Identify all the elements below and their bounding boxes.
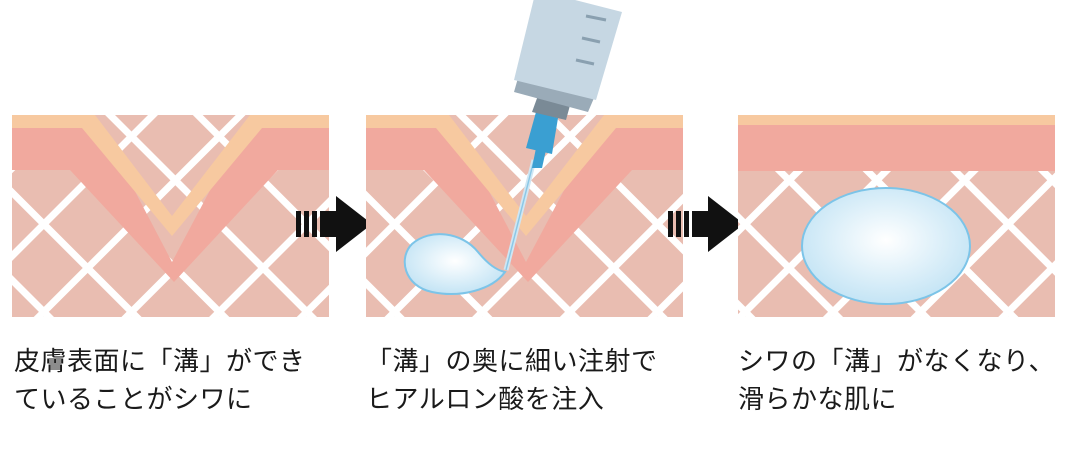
skin-panel-smooth — [738, 115, 1055, 317]
caption-line: ヒアルロン酸を注入 — [366, 385, 605, 415]
syringe-icon — [503, 0, 622, 271]
skin-outer-layer — [12, 115, 329, 236]
arrow-right-icon — [668, 196, 744, 252]
step-caption-1: 皮膚表面に「溝」ができ ていることがシワに — [14, 343, 306, 419]
arrow-right-icon — [296, 196, 372, 252]
caption-line: 滑らかな肌に — [738, 385, 898, 415]
caption-line: ていることがシワに — [14, 385, 253, 415]
caption-line: シワの「溝」がなくなり、 — [738, 347, 1055, 377]
skin-mid-layer — [12, 115, 329, 282]
step-caption-2: 「溝」の奥に細い注射で ヒアルロン酸を注入 — [366, 343, 658, 419]
step-caption-3: シワの「溝」がなくなり、 滑らかな肌に — [738, 343, 1055, 419]
caption-line: 「溝」の奥に細い注射で — [366, 347, 658, 377]
caption-line: 皮膚表面に「溝」ができ — [14, 347, 306, 377]
skin-mid-layer — [366, 115, 683, 282]
skin-outer-layer — [366, 115, 683, 236]
skin-panel-injection — [366, 115, 683, 317]
skin-panel-wrinkle — [12, 115, 329, 317]
hyaluronic-filler-volume — [801, 187, 971, 305]
skin-outer-layer — [738, 115, 1055, 125]
hyaluronic-filler-drop — [403, 233, 507, 295]
